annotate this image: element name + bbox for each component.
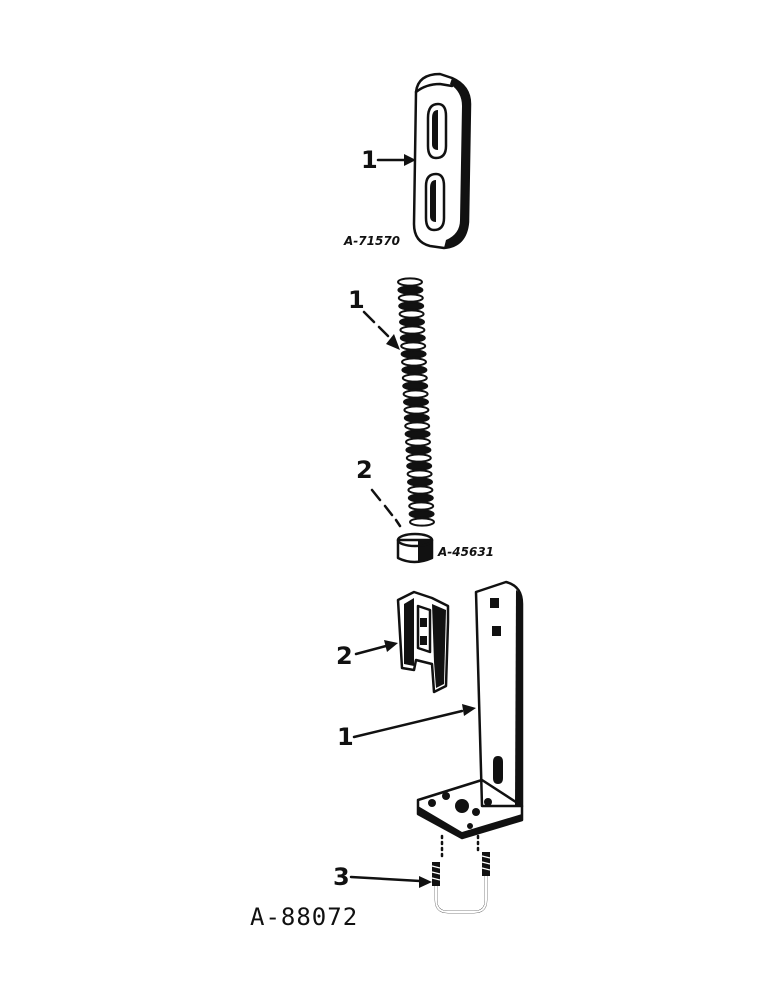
slotted-plate [412, 72, 472, 250]
callout-3-ubolt: 3 [333, 863, 432, 891]
spring-clip [396, 590, 450, 694]
part-number-label: A-45631 [437, 545, 494, 559]
callout-label: 2 [356, 456, 373, 484]
part-number-label: A-71570 [343, 234, 400, 248]
callout-label: 2 [336, 642, 353, 670]
callout-label: 3 [333, 863, 350, 891]
callout-1-plate: 1 [361, 146, 416, 174]
angle-bracket [416, 580, 524, 840]
callout-2-clip: 2 [336, 640, 398, 670]
callout-1-spring: 1 [348, 286, 400, 350]
callout-label: 1 [361, 146, 378, 174]
callout-1-bracket: 1 [337, 704, 476, 751]
callout-label: 1 [337, 723, 354, 751]
figure-id: A-88072 [250, 903, 358, 931]
coil-spring [397, 277, 435, 527]
callout-label: 1 [348, 286, 365, 314]
callout-2-sleeve: 2 [356, 456, 402, 528]
sleeve [396, 532, 434, 564]
u-bolt [431, 852, 491, 914]
